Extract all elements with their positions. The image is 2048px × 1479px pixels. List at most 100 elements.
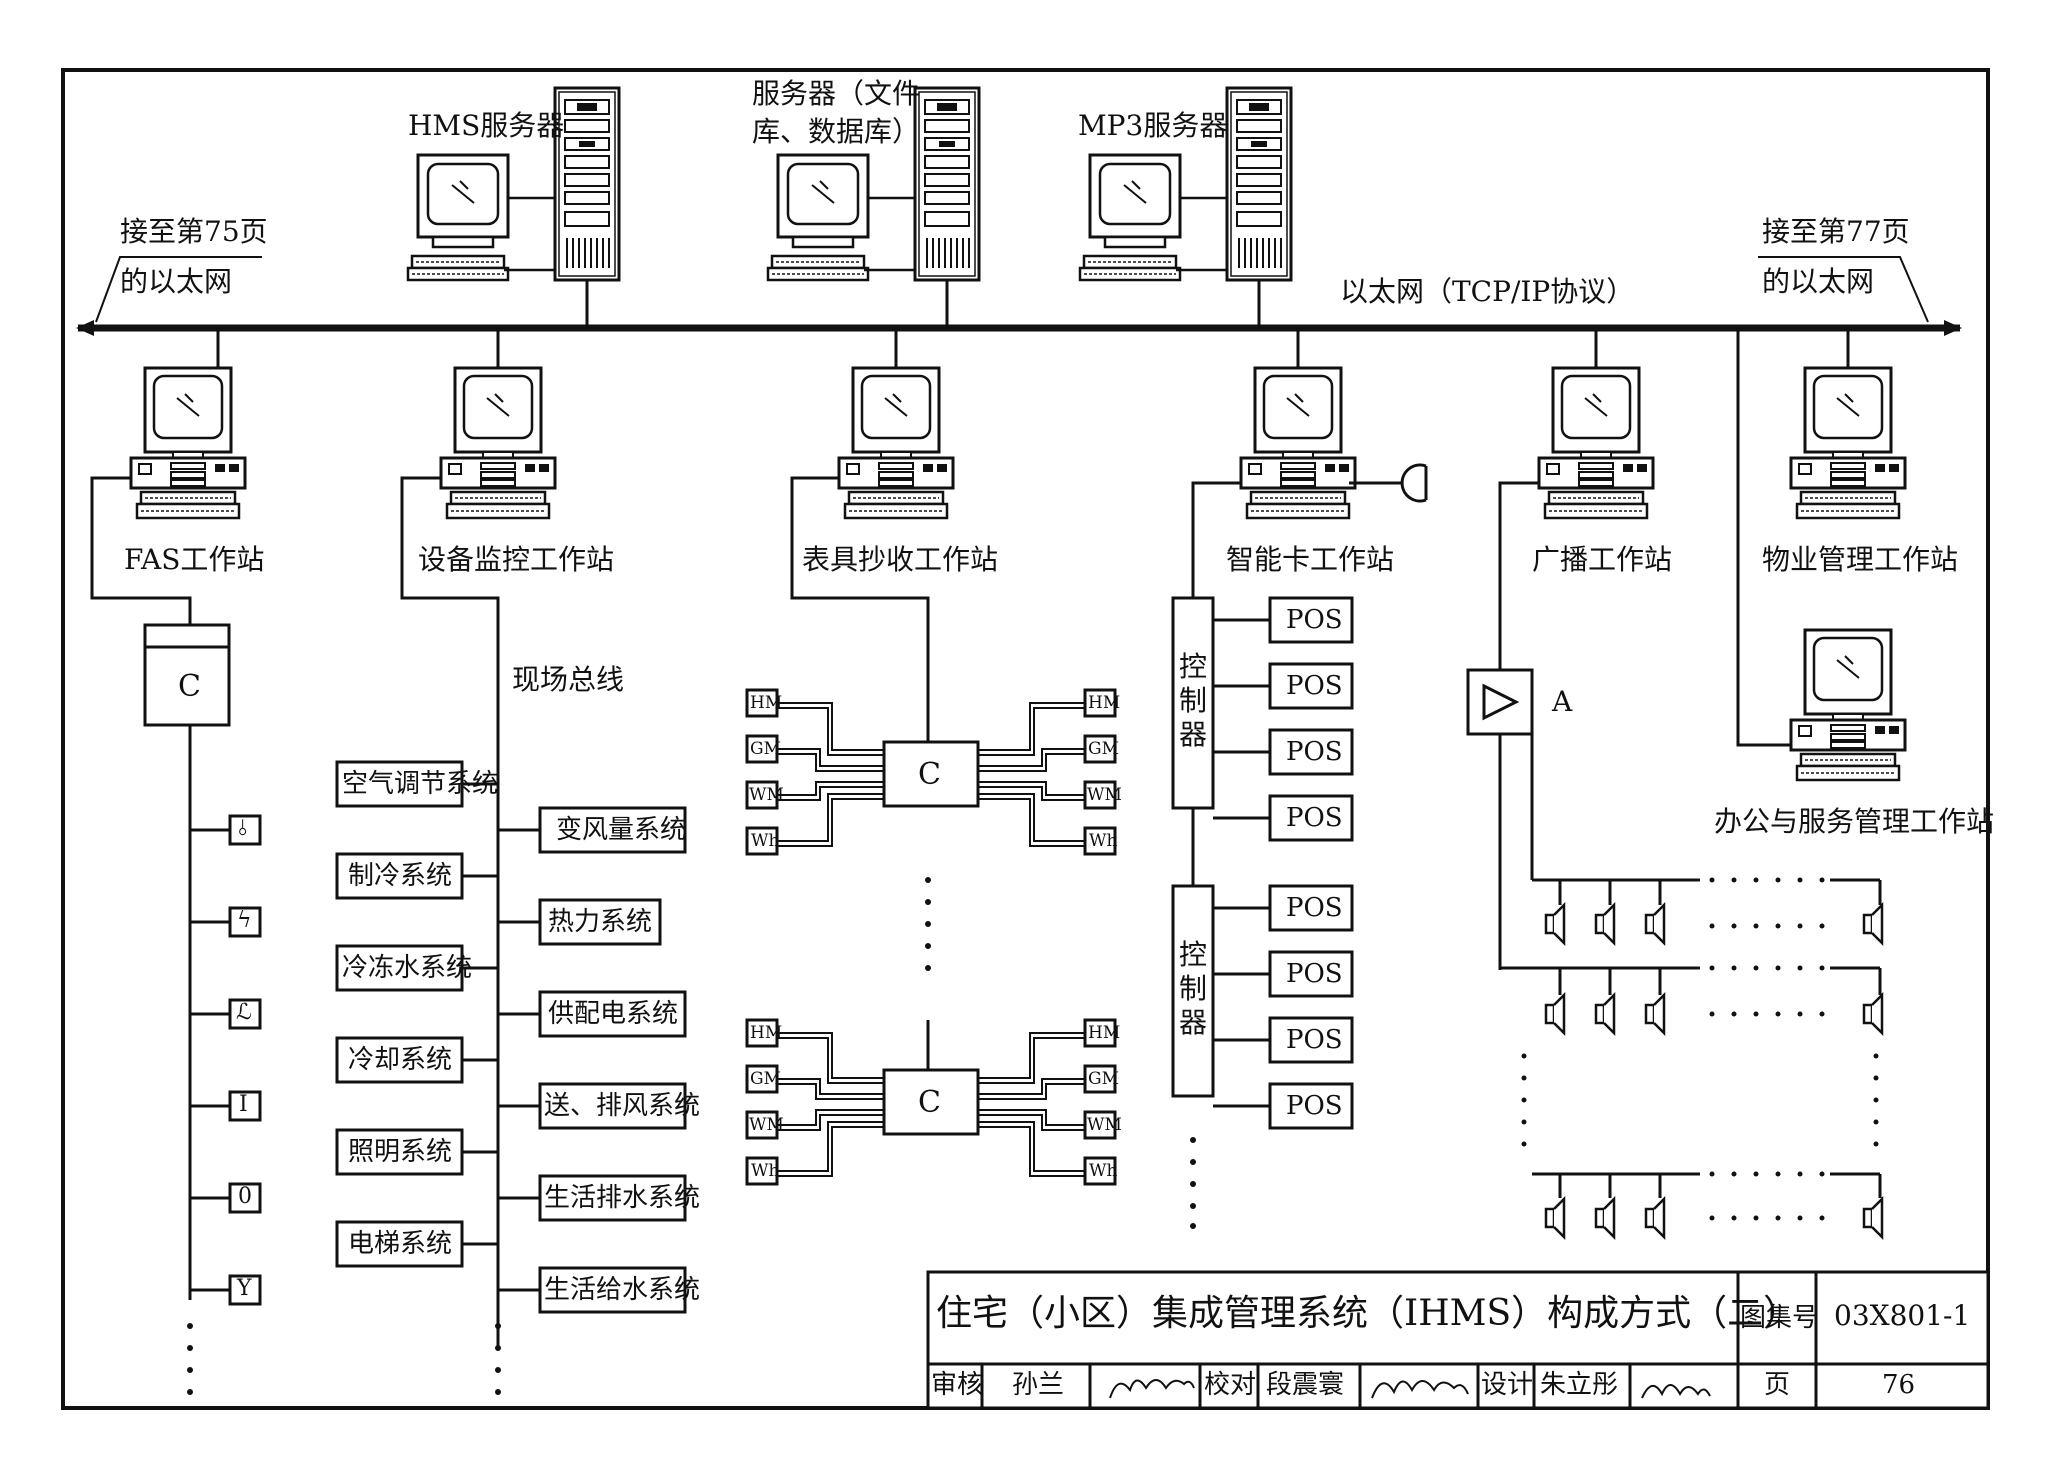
meter-branch <box>745 476 1117 1186</box>
mp3-server <box>1078 86 1293 328</box>
pos-terminal: POS <box>1286 671 1343 701</box>
smartcard-workstation-icon <box>1239 366 1357 520</box>
pos-terminal: POS <box>1286 737 1343 767</box>
meter-wiring <box>777 702 1085 1177</box>
smartcard-controller-label: 控 制 器 <box>1178 938 1208 1040</box>
fas-more-dots <box>187 1323 193 1395</box>
bms-right-system: 供配电系统 <box>548 999 679 1029</box>
bms-left-system: 制冷系统 <box>348 861 453 891</box>
smartcard-more-dots <box>1190 1137 1196 1229</box>
bms-more-dots <box>495 1323 501 1395</box>
controller-char: 制 <box>1178 972 1207 1005</box>
fas-device-input-module-icon: I <box>239 1092 248 1117</box>
atlas-label: 图集号 <box>1740 1303 1819 1333</box>
link-left-line1: 接至第75页 <box>120 215 268 248</box>
link-right-line2: 的以太网 <box>1762 265 1875 298</box>
workstation-drops <box>216 328 1850 747</box>
property-workstation-label: 物业管理工作站 <box>1762 543 1959 576</box>
atlas-number: 03X801-1 <box>1834 1299 1971 1332</box>
meter-wh: Wh <box>751 831 780 851</box>
bms-left-system: 照明系统 <box>348 1137 453 1167</box>
checker-name: 段震寰 <box>1266 1370 1345 1400</box>
meter-gm: GM <box>750 739 781 759</box>
broadcast-workstation-label: 广播工作站 <box>1532 543 1673 576</box>
meter-wm: WM <box>749 1115 784 1135</box>
drawing-frame <box>61 68 1990 1410</box>
field-bus-label: 现场总线 <box>512 663 625 696</box>
bms-right-system: 生活排水系统 <box>544 1183 701 1213</box>
page-number: 76 <box>1882 1370 1916 1400</box>
smartcard-controller-label: 控 制 器 <box>1178 650 1208 752</box>
signatures <box>1109 1379 1711 1399</box>
meter-controller-label: C <box>918 1085 941 1120</box>
bms-left-system: 冷冻水系统 <box>342 953 473 983</box>
meter-gm: GM <box>1088 739 1119 759</box>
bms-left-system: 空气调节系统 <box>342 769 499 799</box>
fas-device-smoke-detector-icon: ϟ <box>237 908 252 933</box>
meter-wm: WM <box>1087 785 1122 805</box>
bms-right-system: 生活给水系统 <box>544 1275 701 1305</box>
pos-terminal: POS <box>1286 1025 1343 1055</box>
design-label: 设计 <box>1481 1370 1534 1400</box>
meter-wm: WM <box>1087 1115 1122 1135</box>
pos-terminal: POS <box>1286 1091 1343 1121</box>
meter-workstation-label: 表具抄收工作站 <box>802 543 999 576</box>
broadcast-branch <box>1466 481 1882 1198</box>
pos-terminal: POS <box>1286 605 1343 635</box>
check-label: 校对 <box>1204 1370 1257 1400</box>
meter-hm: HM <box>750 1023 783 1043</box>
pos-terminal: POS <box>1286 893 1343 923</box>
broadcast-more-dots <box>1521 877 1879 1221</box>
meter-hm: HM <box>1088 1023 1121 1043</box>
bms-right-system: 送、排风系统 <box>544 1091 701 1121</box>
bms-right-system: 热力系统 <box>548 907 653 937</box>
bms-left-system: 冷却系统 <box>348 1045 453 1075</box>
controller-char: 控 <box>1178 938 1207 971</box>
controller-char: 控 <box>1178 650 1207 683</box>
equipment-workstation-label: 设备监控工作站 <box>418 543 615 576</box>
amplifier-label: A <box>1552 685 1573 718</box>
meter-gm: GM <box>750 1069 781 1089</box>
fas-device-heat-detector-icon: ⫰ <box>238 816 248 841</box>
file-database-server <box>766 86 981 328</box>
fas-branch <box>90 476 262 1306</box>
link-left-line2: 的以太网 <box>120 265 233 298</box>
meter-more-dots <box>925 877 931 971</box>
bms-left-system: 电梯系统 <box>348 1229 453 1259</box>
link-right-line1: 接至第77页 <box>1762 215 1910 248</box>
controller-char: 器 <box>1178 1006 1207 1039</box>
pos-terminal: POS <box>1286 959 1343 989</box>
mp3-server-label: MP3服务器 <box>1078 109 1228 142</box>
meter-wm: WM <box>749 785 784 805</box>
office-workstation-label: 办公与服务管理工作站 <box>1714 805 1995 838</box>
fas-device-output-module-icon: 0 <box>238 1184 252 1209</box>
fas-workstation-label: FAS工作站 <box>124 543 265 576</box>
property-workstation-icon <box>1789 366 1907 520</box>
file-server-label-line2: 库、数据库） <box>752 115 921 148</box>
fas-device-flame-detector-icon: ℒ <box>236 1000 252 1025</box>
speakers <box>1544 903 1884 1239</box>
ethernet-label: 以太网（TCP/IP协议） <box>1340 275 1635 308</box>
controller-char: 制 <box>1178 684 1207 717</box>
designer-name: 朱立彤 <box>1540 1370 1619 1400</box>
reviewer-name: 孙兰 <box>1012 1370 1065 1400</box>
meter-wh: Wh <box>751 1161 780 1181</box>
drawing-title: 住宅（小区）集成管理系统（IHMS）构成方式（二） <box>936 1293 1800 1334</box>
meter-controller-label: C <box>918 757 941 792</box>
meter-wh: Wh <box>1089 831 1118 851</box>
hms-server <box>406 86 621 328</box>
fas-controller-label: C <box>178 669 201 704</box>
review-label: 审核 <box>931 1370 984 1400</box>
meter-gm: GM <box>1088 1069 1119 1089</box>
bms-right-system: 变风量系统 <box>556 815 687 845</box>
office-workstation-icon <box>1789 628 1907 782</box>
fas-workstation-icon <box>129 366 247 520</box>
smartcard-branch <box>1171 463 1428 1130</box>
fas-device-alarm-icon: Y <box>237 1276 252 1301</box>
meter-hm: HM <box>750 693 783 713</box>
page-label: 页 <box>1764 1370 1791 1400</box>
broadcast-workstation-icon <box>1537 366 1655 520</box>
hms-server-label: HMS服务器 <box>408 109 565 142</box>
equipment-workstation-icon <box>439 366 557 520</box>
